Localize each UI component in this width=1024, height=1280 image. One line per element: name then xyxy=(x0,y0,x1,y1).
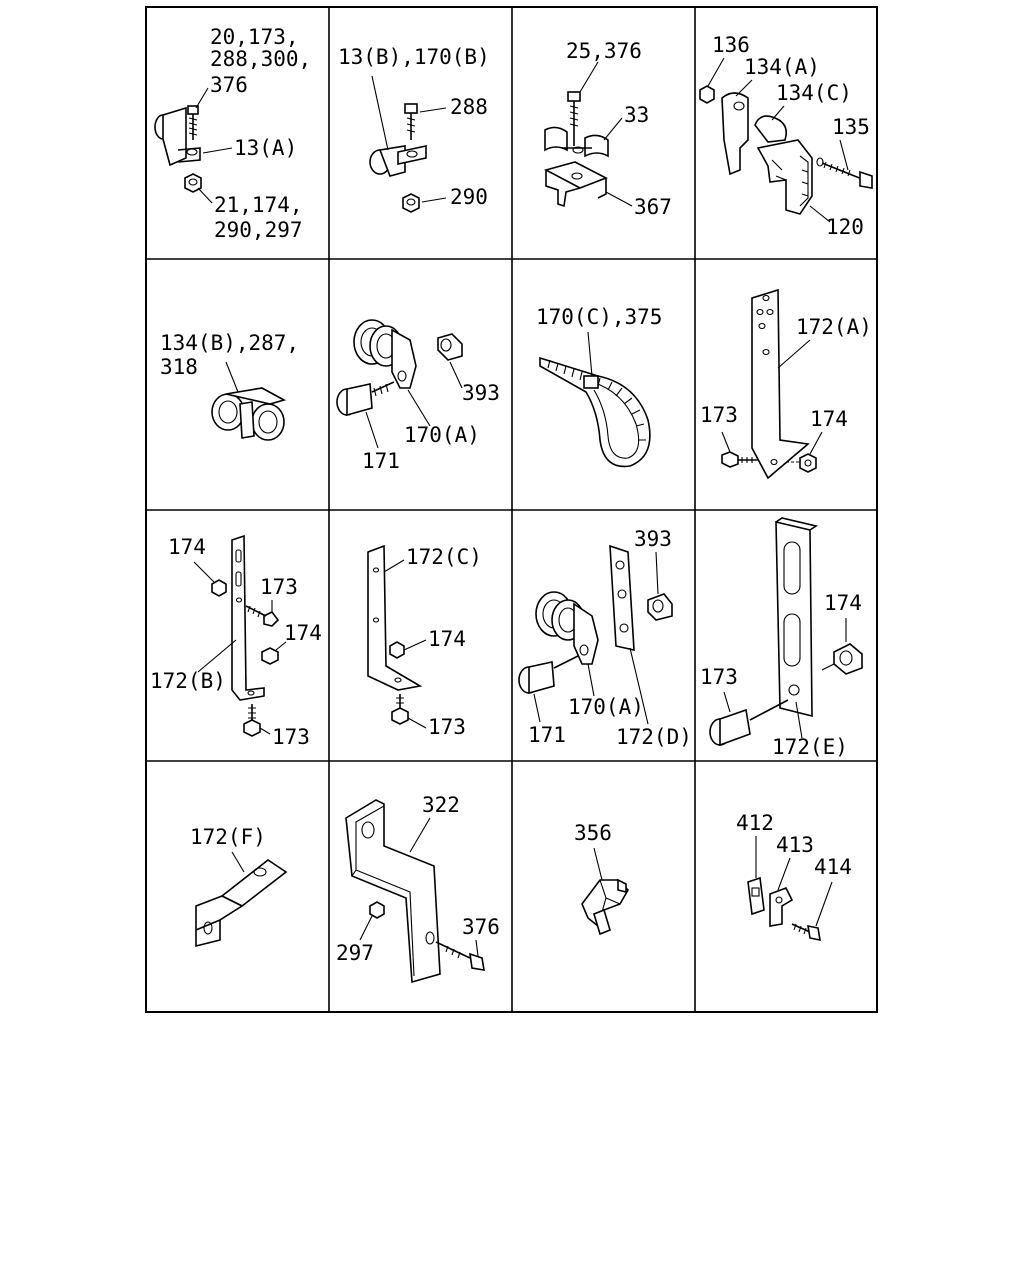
label: 13(B),170(B) xyxy=(338,45,490,69)
label: 134(A) xyxy=(744,55,820,79)
clamp-172d-drawing xyxy=(518,544,673,695)
label: 172(D) xyxy=(616,725,692,749)
label: 172(A) xyxy=(796,315,872,339)
leader-lines xyxy=(365,361,463,449)
bracket-322-drawing xyxy=(345,799,485,984)
label: 173 xyxy=(428,715,466,739)
cell-16-clip-412: 412 413 414 xyxy=(736,811,852,942)
label: 367 xyxy=(634,195,672,219)
label: 170(A) xyxy=(568,695,644,719)
label: 174 xyxy=(284,621,322,645)
label: 318 xyxy=(160,355,198,379)
label: 174 xyxy=(810,407,848,431)
leader-lines xyxy=(195,87,233,204)
cell-7-cable-tie-170c: 170(C),375 xyxy=(536,305,662,468)
bracket-172e-drawing xyxy=(709,517,863,747)
label: 393 xyxy=(462,381,500,405)
bracket-172f-drawing xyxy=(195,859,288,948)
label: 290,297 xyxy=(214,218,303,242)
label: 376 xyxy=(462,915,500,939)
label: 170(A) xyxy=(404,423,480,447)
cell-13-bracket-172f: 172(F) xyxy=(190,825,288,948)
label: 172(F) xyxy=(190,825,266,849)
clip-356-drawing xyxy=(581,878,629,936)
bracket-172c-drawing xyxy=(367,544,423,725)
leader-lines xyxy=(579,61,633,207)
cell-3-bracket-367: 25,376 33 367 xyxy=(543,39,672,219)
label: 322 xyxy=(422,793,460,817)
clamp-134b-drawing xyxy=(211,387,287,441)
label: 288 xyxy=(450,95,488,119)
bracket-172a-drawing xyxy=(721,288,817,480)
label: 171 xyxy=(362,449,400,473)
label: 136 xyxy=(712,33,750,57)
label: 21,174, xyxy=(214,193,303,217)
cell-10-bracket-172c: 172(C) 174 173 xyxy=(367,544,482,739)
label: 412 xyxy=(736,811,774,835)
label: 393 xyxy=(634,527,672,551)
label: 297 xyxy=(336,941,374,965)
label: 134(B),287, xyxy=(160,331,299,355)
cell-4-clamp-134: 136 134(A) 134(C) 135 120 xyxy=(699,33,873,239)
cell-14-bracket-322: 322 297 376 xyxy=(336,793,500,984)
leader-lines xyxy=(723,618,847,739)
cell-6-clamp-170a: 393 171 170(A) xyxy=(336,319,500,473)
clamp-170a-drawing xyxy=(336,319,463,417)
label: 135 xyxy=(832,115,870,139)
label: 290 xyxy=(450,185,488,209)
leader-lines xyxy=(231,851,245,873)
cell-12-bracket-172e: 174 173 172(E) xyxy=(700,517,863,759)
label: 120 xyxy=(826,215,864,239)
label: 173 xyxy=(260,575,298,599)
clip-13b-drawing xyxy=(369,103,427,213)
leader-lines xyxy=(707,57,849,223)
cable-tie-drawing xyxy=(539,356,651,468)
label: 171 xyxy=(528,723,566,747)
label: 172(C) xyxy=(406,545,482,569)
cell-15-clip-356: 356 xyxy=(574,821,629,936)
label: 33 xyxy=(624,103,649,127)
bracket-172b-drawing xyxy=(211,534,280,737)
label: 13(A) xyxy=(234,136,297,160)
leader-lines xyxy=(193,561,287,735)
label: 173 xyxy=(700,665,738,689)
label: 413 xyxy=(776,833,814,857)
clip-412-drawing xyxy=(747,876,821,942)
leader-lines xyxy=(593,847,603,881)
leader-lines xyxy=(359,817,479,957)
cell-8-bracket-172a: 172(A) 173 174 xyxy=(700,288,872,480)
label: 172(B) xyxy=(150,669,226,693)
label: 172(E) xyxy=(772,735,848,759)
leader-lines xyxy=(755,836,833,927)
label: 288,300, xyxy=(210,47,311,71)
label: 414 xyxy=(814,855,852,879)
label: 134(C) xyxy=(776,81,852,105)
cell-2-clip-13b: 13(B),170(B) 288 290 xyxy=(338,45,490,213)
label: 170(C),375 xyxy=(536,305,662,329)
label: 173 xyxy=(272,725,310,749)
bracket-367-drawing xyxy=(543,91,609,208)
label: 174 xyxy=(168,535,206,559)
cell-1-clip-13a: 20,173, 288,300, 376 13(A) 21,174, 290,2… xyxy=(154,25,311,242)
label: 173 xyxy=(700,403,738,427)
cell-5-clamp-134b: 134(B),287, 318 xyxy=(160,331,299,441)
cell-11-clamp-170a-172d: 393 170(A) 171 172(D) xyxy=(518,527,692,749)
clip-13a-drawing xyxy=(154,105,202,193)
label: 174 xyxy=(428,627,466,651)
leader-lines xyxy=(533,551,659,725)
label: 20,173, xyxy=(210,25,299,49)
leader-lines xyxy=(587,331,593,377)
label: 356 xyxy=(574,821,612,845)
cell-9-bracket-172b: 174 173 174 172(B) 173 xyxy=(150,534,322,749)
leader-lines xyxy=(371,75,447,203)
leader-lines xyxy=(383,559,427,729)
clamp-134-drawing xyxy=(699,85,873,215)
leader-lines xyxy=(721,339,823,455)
label: 376 xyxy=(210,73,248,97)
label: 174 xyxy=(824,591,862,615)
diagram-grid xyxy=(145,6,878,1013)
label: 25,376 xyxy=(566,39,642,63)
leader-lines xyxy=(225,361,239,393)
